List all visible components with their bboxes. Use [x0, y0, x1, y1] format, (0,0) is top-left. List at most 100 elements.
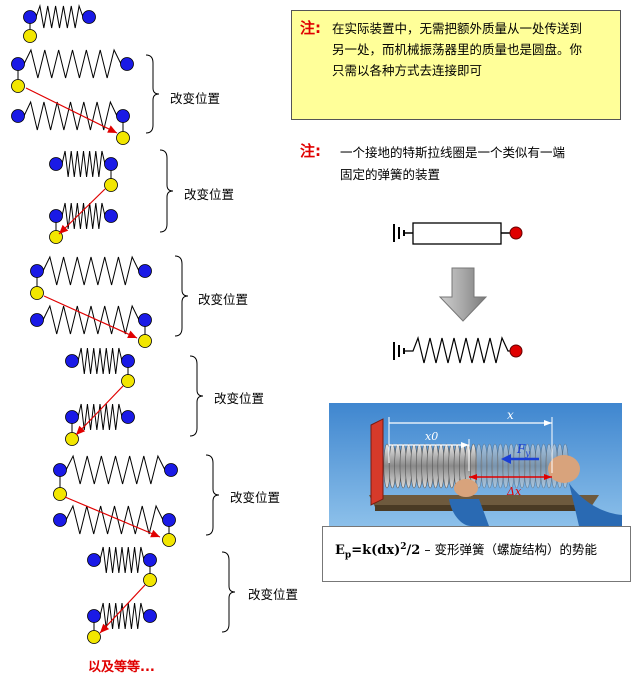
blue-ball — [30, 313, 44, 327]
change-position-label-1: 改变位置 — [170, 91, 221, 106]
dimension-x: x — [388, 408, 553, 473]
blue-ball — [65, 410, 79, 424]
yellow-ball — [53, 487, 67, 501]
blue-ball — [143, 553, 157, 567]
blue-ball — [138, 264, 152, 278]
blue-ball — [23, 10, 37, 24]
blue-ball — [11, 109, 25, 123]
yellow-ball — [121, 374, 135, 388]
brace — [205, 454, 220, 536]
change-position-label-5: 改变位置 — [230, 490, 281, 505]
arrow-head — [107, 125, 117, 133]
coil-rings — [383, 443, 569, 489]
dimension-dx: Δx — [469, 474, 552, 498]
yellow-ball — [30, 286, 44, 300]
spring-zigzag — [99, 546, 145, 574]
transfer-arrow — [64, 496, 161, 538]
formula-exp: 2 — [400, 541, 407, 552]
yellow-ball — [65, 432, 79, 446]
blue-ball — [87, 553, 101, 567]
arrow-head — [150, 529, 160, 538]
blue-ball — [65, 354, 79, 368]
blue-ball — [11, 57, 25, 71]
change-position-label-6: 改变位置 — [248, 587, 299, 602]
note2-label: 注: — [300, 142, 321, 160]
spring-zigzag — [99, 602, 145, 630]
blue-ball — [82, 10, 96, 24]
spring-zigzag — [65, 504, 164, 535]
ground-icon — [393, 342, 405, 360]
blue-ball — [87, 609, 101, 623]
spring-zigzag — [77, 403, 123, 431]
brace — [145, 54, 160, 134]
note2-line-1: 一个接地的特斯拉线圈是一个类似有一端 — [340, 145, 566, 160]
transfer-arrow — [25, 87, 118, 134]
dimension-x0: x0 — [389, 430, 470, 471]
spring-zigzag — [65, 454, 166, 485]
coil-rectangle — [412, 222, 502, 245]
potential-energy-formula: Ep=k(dx)2/2 – 变形弹簧（螺旋结构）的势能 — [335, 539, 597, 561]
dx-label: Δx — [506, 485, 522, 498]
note-box: 注: 在实际装置中，无需把额外质量从一处传送到 另一处，而机械振荡器里的质量也是… — [291, 10, 621, 120]
yellow-ball — [138, 334, 152, 348]
formula-dash: – — [424, 542, 431, 557]
yellow-ball — [143, 573, 157, 587]
note2-line-2: 固定的弹簧的装置 — [340, 167, 441, 182]
force-vector: Fy — [501, 442, 539, 464]
blue-ball — [49, 209, 63, 223]
formula-box: Ep=k(dx)2/2 – 变形弹簧（螺旋结构）的势能 — [322, 526, 631, 582]
blue-ball — [162, 513, 176, 527]
formula-desc: 变形弹簧（螺旋结构）的势能 — [434, 542, 598, 557]
spring-zigzag — [35, 4, 84, 29]
blue-ball — [116, 109, 130, 123]
yellow-ball — [162, 533, 176, 547]
change-position-label-2: 改变位置 — [184, 187, 235, 202]
spring-zigzag — [23, 100, 118, 131]
spring-zigzag — [77, 347, 123, 375]
terminal-icon — [509, 226, 523, 240]
and-so-on-text: 以及等等... — [88, 660, 155, 675]
blue-ball — [49, 157, 63, 171]
arrow-head — [127, 330, 137, 338]
formula-expr: =k(dx) — [351, 543, 401, 558]
note-line-1: 在实际装置中，无需把额外质量从一处传送到 — [332, 21, 583, 36]
yellow-ball — [11, 79, 25, 93]
ground-icon — [393, 224, 413, 242]
arrow-head — [100, 623, 110, 633]
blue-ball — [143, 609, 157, 623]
force-label: Fy — [516, 442, 530, 458]
brace — [174, 255, 189, 337]
spring-zigzag — [42, 255, 140, 286]
blue-ball — [53, 513, 67, 527]
spring-zigzag — [61, 202, 106, 230]
brace — [159, 149, 174, 233]
transfer-arrow — [43, 295, 138, 339]
blue-ball — [120, 57, 134, 71]
brace — [189, 355, 204, 437]
spring-zigzag — [61, 150, 106, 178]
spring-zigzag — [23, 48, 122, 79]
spring-stretch-illustration: x x0 Fy Δx — [329, 403, 622, 526]
terminal-icon — [509, 344, 523, 358]
blue-ball — [53, 463, 67, 477]
formula-lhs: E — [335, 543, 345, 558]
transfer-arrow — [99, 584, 146, 634]
blue-ball — [30, 264, 44, 278]
transfer-arrow — [75, 385, 124, 436]
tesla-coil-spring-equivalence — [393, 222, 523, 364]
arrow-head — [59, 224, 69, 234]
yellow-ball — [23, 29, 37, 43]
x0-label: x0 — [425, 430, 438, 443]
brace — [221, 551, 236, 633]
blue-ball — [138, 313, 152, 327]
formula-rest: /2 — [406, 543, 421, 558]
change-position-label-3: 改变位置 — [198, 292, 249, 307]
blue-ball — [104, 157, 118, 171]
formula-lhs-sub: p — [344, 550, 352, 561]
change-position-label-4: 改变位置 — [214, 391, 265, 406]
yellow-ball — [104, 178, 118, 192]
note-line-2: 另一处，而机械振荡器里的质量也是圆盘。你 — [332, 42, 583, 57]
down-arrow-icon — [438, 267, 488, 322]
x-label: x — [507, 408, 514, 422]
